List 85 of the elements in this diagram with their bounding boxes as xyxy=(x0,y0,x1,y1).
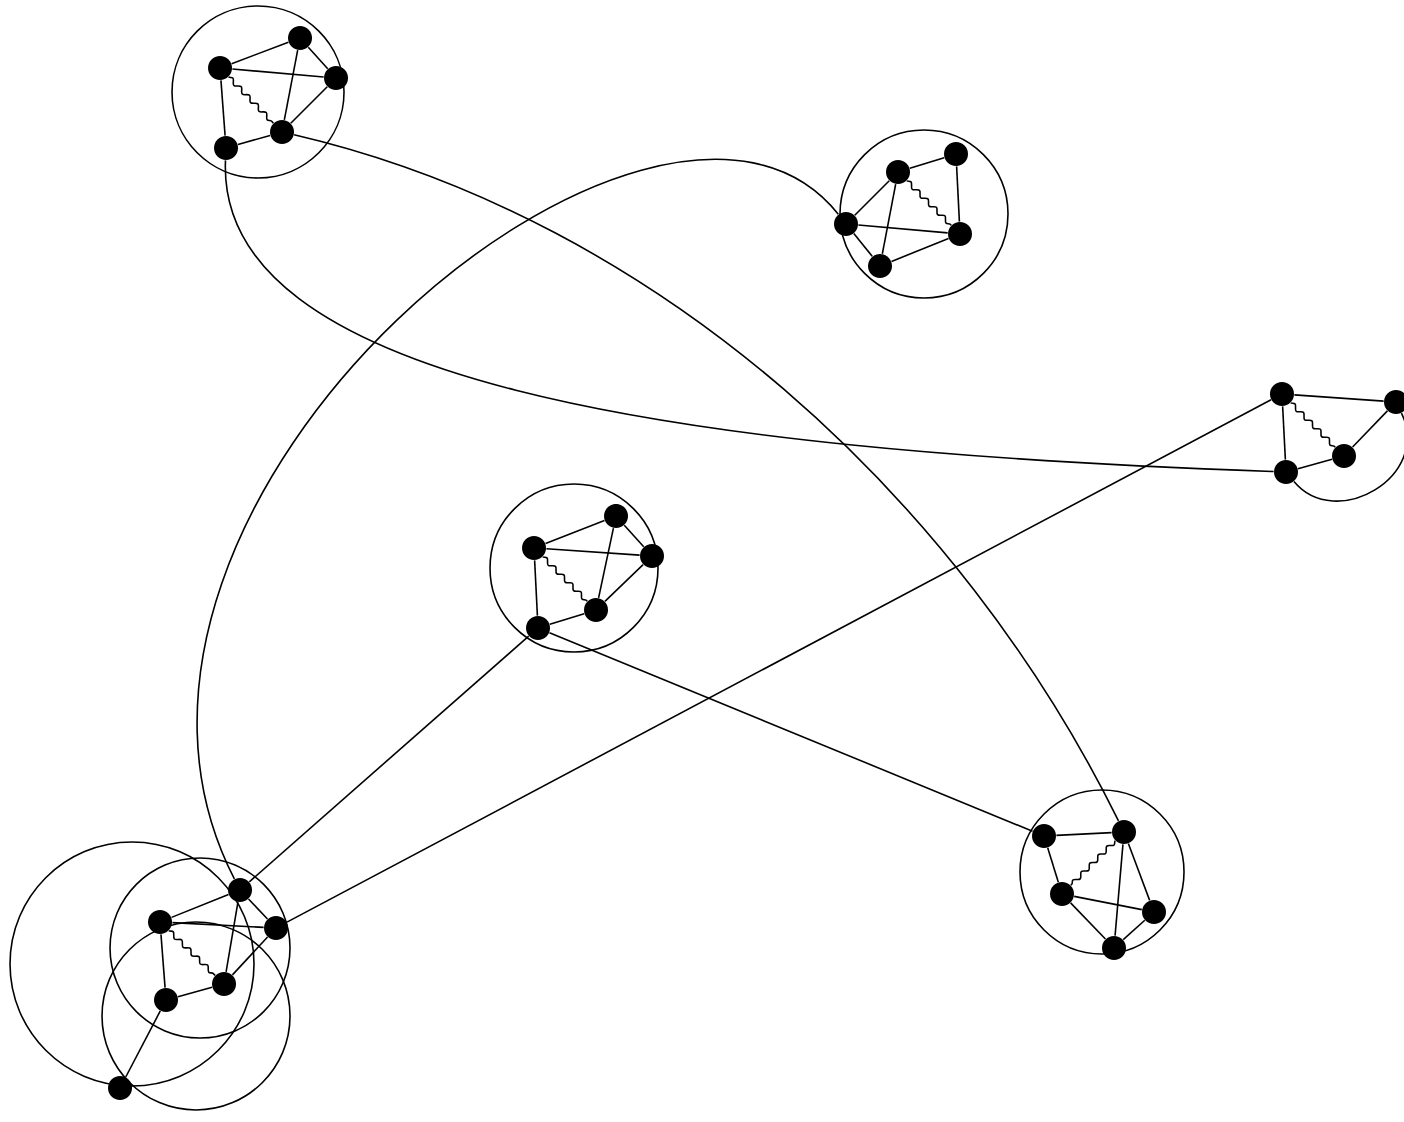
line xyxy=(881,183,897,255)
dot xyxy=(1050,882,1074,906)
line xyxy=(231,68,325,78)
line xyxy=(1293,394,1385,402)
dot xyxy=(1032,824,1056,848)
dot xyxy=(264,916,288,940)
line xyxy=(548,631,1034,833)
circle-outline xyxy=(839,129,1009,299)
line xyxy=(1281,405,1287,461)
line xyxy=(1351,410,1389,448)
circle-outline xyxy=(1019,789,1185,955)
line xyxy=(623,524,645,548)
line xyxy=(220,79,226,137)
line xyxy=(307,46,329,70)
dot xyxy=(288,26,312,50)
line xyxy=(1055,831,1113,837)
dot xyxy=(604,504,628,528)
dot xyxy=(834,212,858,236)
line xyxy=(160,933,166,989)
line xyxy=(171,921,265,929)
curved-line xyxy=(198,158,840,880)
line xyxy=(544,519,606,545)
line xyxy=(237,134,271,146)
dot xyxy=(1112,820,1136,844)
line xyxy=(853,232,873,258)
dot xyxy=(522,536,546,560)
line xyxy=(177,986,213,998)
dot xyxy=(868,254,892,278)
wavy-line xyxy=(905,179,953,226)
line xyxy=(1127,842,1151,902)
line xyxy=(853,179,891,216)
line xyxy=(290,85,329,125)
dot xyxy=(584,598,608,622)
line xyxy=(248,635,530,883)
line xyxy=(545,548,641,556)
curved-line xyxy=(1293,412,1404,502)
line xyxy=(1069,902,1107,940)
dot xyxy=(526,616,550,640)
wavy-line xyxy=(227,76,275,124)
dot xyxy=(228,878,252,902)
dot xyxy=(1274,460,1298,484)
dot xyxy=(108,1076,132,1100)
line xyxy=(1122,919,1146,941)
wavy-line xyxy=(1069,839,1117,886)
line xyxy=(597,527,615,599)
line xyxy=(170,893,230,919)
dot xyxy=(1270,382,1294,406)
dot xyxy=(148,910,172,934)
dot xyxy=(640,544,664,568)
circle-outline xyxy=(489,483,659,653)
wavy-line xyxy=(1289,401,1337,448)
line xyxy=(604,563,644,603)
line xyxy=(909,156,945,170)
line xyxy=(247,898,269,920)
line xyxy=(1073,895,1143,911)
line xyxy=(549,612,585,626)
line xyxy=(283,49,299,121)
line xyxy=(1046,847,1060,883)
line xyxy=(286,399,1272,923)
circle-outline xyxy=(171,5,345,179)
dot xyxy=(1102,936,1126,960)
line xyxy=(890,237,950,263)
wavy-line xyxy=(542,555,589,602)
line xyxy=(230,41,290,65)
line xyxy=(225,901,239,973)
dot xyxy=(948,222,972,246)
line xyxy=(231,936,269,976)
line xyxy=(955,165,961,223)
line xyxy=(1297,458,1333,470)
dot xyxy=(270,120,294,144)
dot xyxy=(212,972,236,996)
dot xyxy=(1142,900,1166,924)
dot xyxy=(1332,444,1356,468)
curved-line xyxy=(293,134,1120,822)
dot xyxy=(944,142,968,166)
dot xyxy=(208,56,232,80)
dot xyxy=(324,66,348,90)
wavy-line xyxy=(168,929,216,977)
line xyxy=(857,224,949,234)
dot xyxy=(886,160,910,184)
dot xyxy=(154,988,178,1012)
line xyxy=(1114,843,1124,937)
dot xyxy=(214,136,238,160)
line xyxy=(533,559,539,617)
curved-line xyxy=(224,159,1275,473)
